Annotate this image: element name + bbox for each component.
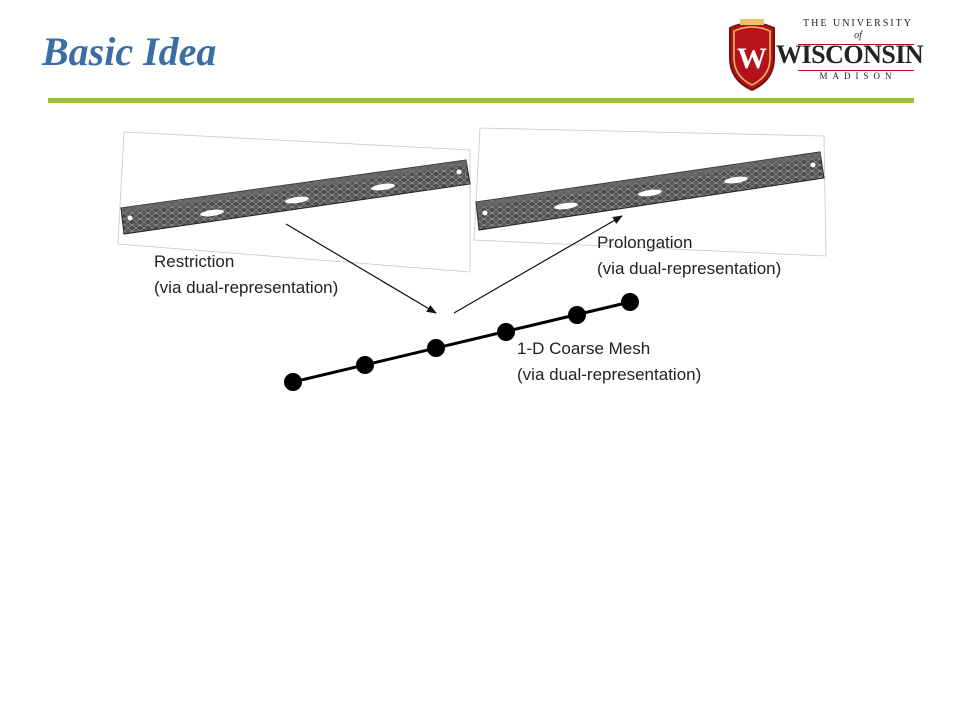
fine-mesh-beam-right (475, 151, 825, 231)
svg-text:W: W (737, 42, 767, 75)
logo-line-madison: MADISON (819, 71, 897, 81)
restriction-subtitle: (via dual-representation) (154, 278, 339, 297)
coarse-mesh-node (497, 323, 515, 341)
fine-mesh-beam-left (120, 159, 471, 235)
prolongation-arrow (453, 215, 623, 314)
restriction-label: Restriction (via dual-representation) (154, 249, 338, 301)
prolongation-title: Prolongation (597, 233, 693, 252)
logo-rule-top (798, 44, 914, 45)
coarse-mesh-label: 1-D Coarse Mesh (via dual-representation… (517, 336, 701, 388)
restriction-title: Restriction (154, 252, 235, 271)
prolongation-label: Prolongation (via dual-representation) (597, 230, 781, 282)
university-logo: W THE UNIVERSITY of WISCONSIN MADISON (724, 14, 924, 92)
fine-mesh-panel-right (473, 127, 827, 257)
restriction-arrow (285, 223, 437, 314)
coarse-mesh-node (568, 306, 586, 324)
prolongation-subtitle: (via dual-representation) (597, 259, 782, 278)
coarse-mesh-subtitle: (via dual-representation) (517, 365, 702, 384)
crest-shield-icon: W (729, 19, 775, 92)
title-divider (48, 98, 914, 103)
coarse-mesh-node (284, 373, 302, 391)
slide-title: Basic Idea (42, 29, 217, 74)
logo-line-wisconsin: WISCONSIN (776, 40, 924, 69)
logo-rule-bottom (798, 70, 914, 71)
fine-mesh-panel-left (117, 131, 471, 273)
logo-line-the-university: THE UNIVERSITY (803, 18, 913, 29)
coarse-mesh-node (427, 339, 445, 357)
coarse-mesh-node (621, 293, 639, 311)
coarse-mesh (284, 293, 639, 391)
coarse-mesh-title: 1-D Coarse Mesh (517, 339, 651, 358)
logo-line-of: of (854, 30, 862, 41)
coarse-mesh-node (356, 356, 374, 374)
